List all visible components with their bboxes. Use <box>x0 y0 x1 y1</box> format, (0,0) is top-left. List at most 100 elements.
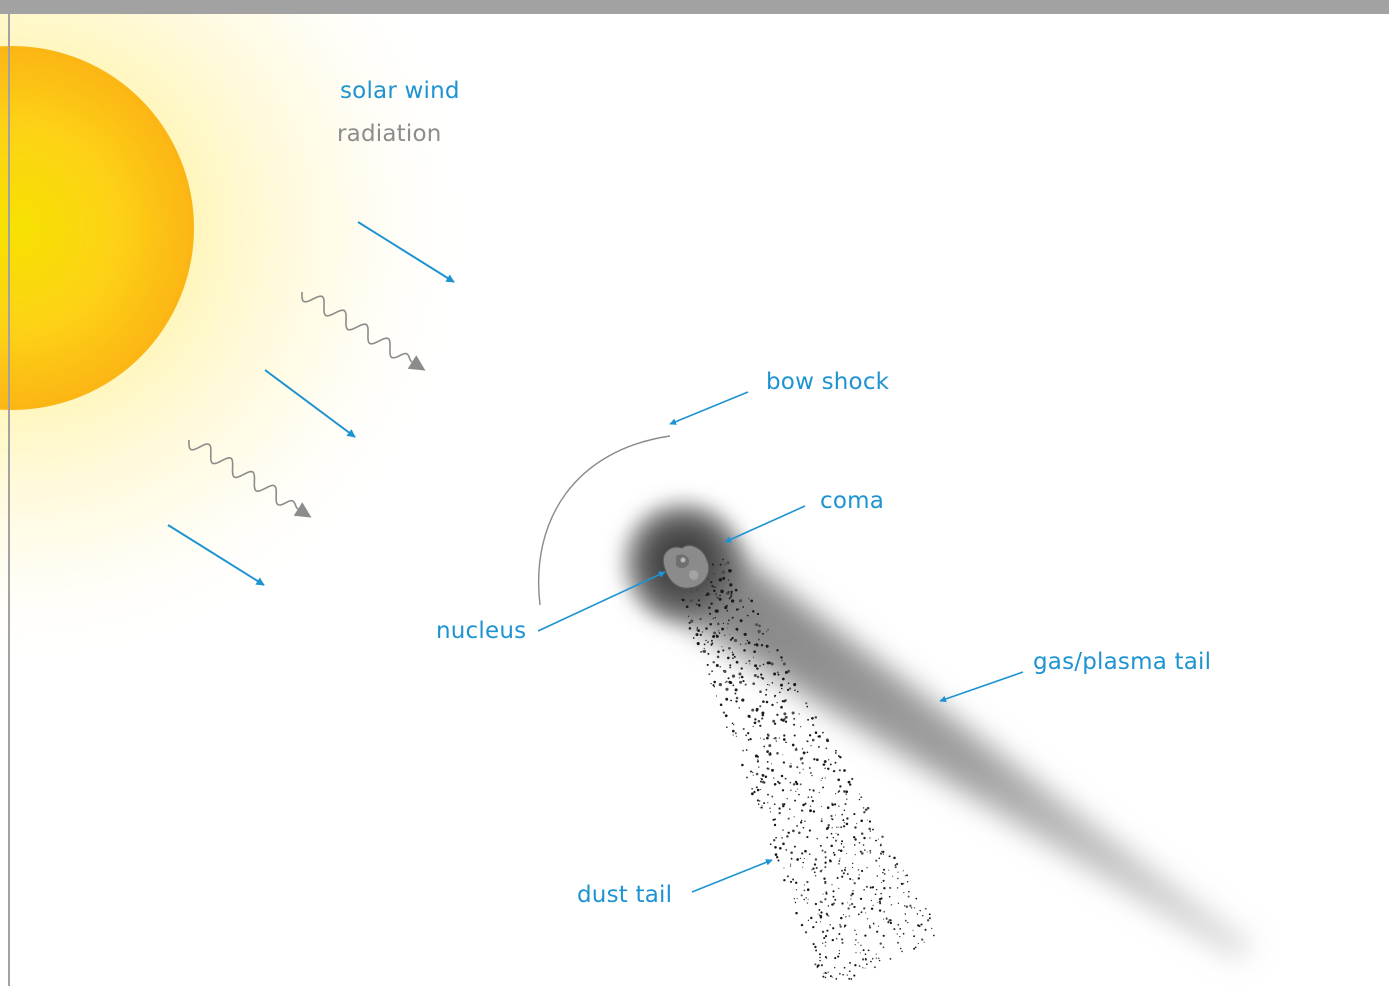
dust-particle <box>838 863 840 865</box>
dust-particle <box>843 966 846 969</box>
dust-particle <box>780 656 783 659</box>
dust-particle <box>733 724 735 726</box>
dust-particle <box>755 707 759 711</box>
dust-particle <box>707 578 709 580</box>
dust-particle <box>876 930 879 933</box>
dust-particle <box>705 639 707 642</box>
dust-particle <box>709 622 712 626</box>
dust-particle <box>746 639 749 642</box>
dust-particle <box>734 588 738 592</box>
dust-particle <box>918 925 921 928</box>
dust-particle <box>851 777 854 780</box>
dust-particle <box>889 921 893 925</box>
dust-particle <box>864 808 868 812</box>
dust-particle <box>765 630 768 633</box>
dust-particle <box>908 890 910 893</box>
dust-particle <box>834 814 836 816</box>
dust-particle <box>734 688 738 692</box>
dust-particle <box>851 892 854 896</box>
dust-particle <box>756 612 760 616</box>
dust-particle <box>747 731 750 735</box>
dust-particle <box>701 631 704 633</box>
dust-particle <box>792 783 796 786</box>
dust-particle <box>834 839 838 842</box>
dust-particle <box>835 749 837 752</box>
dust-particle <box>715 634 719 638</box>
dust-particle <box>759 665 761 667</box>
dust-particle <box>742 680 745 683</box>
dust-particle <box>735 700 738 703</box>
dust-particle <box>890 904 893 906</box>
dust-particle <box>786 798 788 800</box>
dust-particle <box>824 866 827 869</box>
dust-particle <box>858 798 861 801</box>
dust-particle <box>832 890 835 893</box>
dust-particle <box>924 907 927 910</box>
dust-particle <box>831 803 834 807</box>
dust-particle <box>793 816 795 818</box>
sun <box>0 46 194 410</box>
dust-particle <box>820 805 822 807</box>
dust-particle <box>713 573 715 575</box>
dust-particle <box>913 935 916 938</box>
dust-particle <box>794 799 797 802</box>
dust-particle <box>743 632 747 636</box>
dust-particle <box>738 677 741 679</box>
dust-particle <box>869 850 872 852</box>
dust-particle <box>756 760 759 763</box>
dust-particle <box>757 638 760 641</box>
dust-particle <box>878 898 882 901</box>
dust-particle <box>869 886 872 889</box>
dust-particle <box>829 924 831 926</box>
dust-particle <box>826 836 829 839</box>
dust-particle <box>773 782 777 786</box>
dust-particle <box>789 764 793 768</box>
dust-particle <box>794 748 798 751</box>
dust-particle <box>864 849 866 851</box>
dust-particle <box>751 708 755 712</box>
dust-particle <box>771 768 774 772</box>
dust-particle <box>782 804 785 808</box>
dust-particle <box>877 838 879 840</box>
dust-particle <box>860 911 863 914</box>
dust-particle <box>743 649 746 652</box>
dust-particle <box>875 859 878 862</box>
dust-particle <box>718 683 723 687</box>
dust-particle <box>817 913 819 915</box>
dust-particle <box>862 844 865 846</box>
dust-particle <box>818 953 822 956</box>
dust-particle <box>801 762 804 765</box>
dust-particle <box>719 703 723 707</box>
dust-particle <box>880 892 882 895</box>
dust-particle <box>782 754 784 756</box>
dust-particle <box>767 683 769 686</box>
dust-particle <box>903 892 905 894</box>
dust-particle <box>843 926 846 928</box>
dust-particle <box>710 581 713 584</box>
dust-particle <box>725 687 729 691</box>
dust-particle <box>760 673 763 676</box>
dust-particle <box>882 934 885 937</box>
dust-particle <box>921 938 923 940</box>
dust-particle <box>876 888 878 891</box>
dust-particle <box>796 824 799 827</box>
dust-particle <box>822 763 825 766</box>
dust-particle <box>796 788 798 790</box>
dust-particle <box>738 599 743 603</box>
dust-particle <box>738 707 740 709</box>
dust-particle <box>773 777 775 779</box>
dust-particle <box>689 599 693 603</box>
dust-particle <box>831 818 834 821</box>
dust-particle <box>842 819 845 822</box>
dust-particle <box>729 666 732 669</box>
dust-particle <box>729 681 733 685</box>
dust-particle <box>776 671 779 674</box>
dust-particle <box>838 849 840 851</box>
dust-particle <box>832 895 835 898</box>
dust-particle <box>818 914 821 916</box>
dust-particle <box>752 774 754 776</box>
dust-particle <box>864 958 867 960</box>
dust-particle <box>854 929 856 931</box>
dust-particle <box>794 901 797 904</box>
